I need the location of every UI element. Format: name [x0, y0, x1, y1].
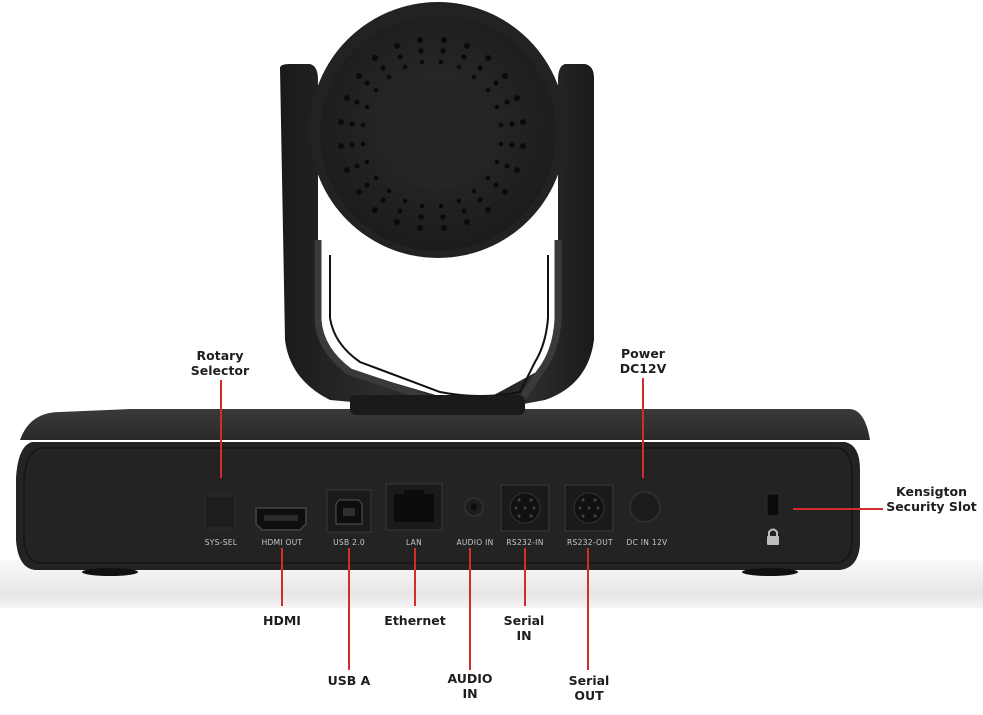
dc-power-jack — [629, 491, 661, 523]
leader-line-audio — [469, 548, 471, 670]
dc-in-panel-label: DC IN 12V — [626, 538, 668, 547]
leader-line-kensington — [793, 508, 883, 510]
rs232-out-port — [564, 484, 614, 532]
sys-sel-panel-label: SYS-SEL — [204, 538, 238, 547]
lan-port — [385, 483, 443, 531]
lan-panel-label: LAN — [406, 538, 422, 547]
callout-audio-in: AUDIO IN — [447, 671, 493, 701]
leader-line-ethernet — [414, 548, 416, 606]
rs232-out-panel-label: RS232-OUT — [567, 538, 613, 547]
usb-port — [326, 489, 372, 533]
callout-serial-out: Serial OUT — [568, 673, 610, 703]
leader-line-serial-out — [587, 548, 589, 670]
hdmi-port — [255, 507, 307, 531]
lock-icon — [767, 528, 779, 545]
rs232-in-port — [500, 484, 550, 532]
callout-hdmi: HDMI — [263, 613, 301, 628]
callout-ethernet: Ethernet — [384, 613, 446, 628]
callout-serial-in: Serial IN — [503, 613, 545, 643]
callout-power: Power DC12V — [619, 346, 667, 376]
audio-in-panel-label: AUDIO IN — [456, 538, 494, 547]
hdmi-out-panel-label: HDMI OUT — [261, 538, 303, 547]
kensington-slot — [766, 493, 780, 517]
rotary-selector-port — [204, 495, 236, 529]
speaker-holes — [338, 37, 526, 231]
usb-panel-label: USB 2.0 — [333, 538, 365, 547]
leader-line-serial-in — [524, 548, 526, 606]
leader-line-hdmi — [281, 548, 283, 606]
callout-usb: USB A — [327, 673, 371, 688]
callout-rotary-selector: Rotary Selector — [190, 348, 250, 378]
leader-line-power — [642, 378, 644, 478]
rs232-in-panel-label: RS232-IN — [506, 538, 544, 547]
audio-jack — [464, 497, 484, 517]
callout-kensington: Kensigton Security Slot — [886, 484, 977, 514]
leader-line-rotary — [220, 380, 222, 478]
leader-line-usb — [348, 548, 350, 670]
